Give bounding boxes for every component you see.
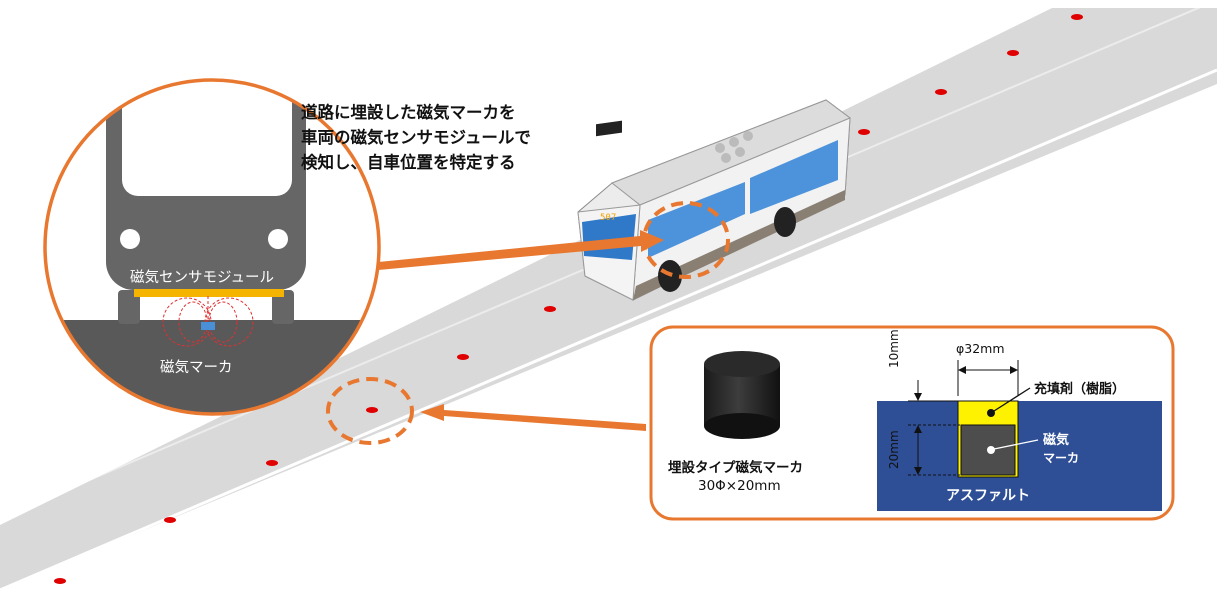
zoom-arrow [378,230,664,270]
bus: 507 [577,99,852,301]
description-text: 道路に埋設した磁気マーカを 車両の磁気センサモジュールで 検知し、自車位置を特定… [301,100,531,175]
bus-wheel [774,207,796,237]
bus-rear-light [120,229,140,249]
marker-cylinder-image [704,351,780,439]
road-marker-dot [935,89,947,95]
asphalt-block [877,401,1162,511]
asphalt-label: アスファルト [946,488,1030,504]
road-marker-dot [457,354,469,360]
magnetic-marker-block [201,322,215,330]
description-line: 車両の磁気センサモジュールで [301,128,531,147]
road-marker-dot [1071,14,1083,20]
description-line: 検知し、自車位置を特定する [301,153,516,172]
sensor-module-bar [134,289,284,297]
marker-cross-section [877,360,1162,511]
road-marker-dot [858,129,870,135]
zoom-circle [43,78,381,416]
road-marker-dot [54,578,66,584]
road-marker-dot [164,517,176,523]
bus-rear-window [122,80,292,196]
road-marker-highlight [326,377,414,445]
bus-rear-wheel [272,290,294,324]
filler-label: 充填剤（樹脂） [1034,382,1126,397]
magnetic-marker-label: 磁気マーカ [160,360,233,376]
depth-top-label: 10mm [887,329,901,368]
magnet-label-sub: マーカ [1043,451,1080,465]
road [0,8,1217,590]
road-marker-dot [366,407,378,413]
bus-rear-light [268,229,288,249]
road-markers [54,14,1083,584]
bus-rear-wheel [118,290,140,324]
diameter-label: φ32mm [956,341,1005,356]
depth-marker-label: 20mm [887,430,901,469]
marker-caption-name: 埋設タイプ磁気マーカ [668,460,803,476]
marker-arrow [420,404,646,431]
road-edge-line [0,68,1217,590]
sensor-module-label: 磁気センサモジュール [130,270,274,286]
magnet-label: 磁気 [1043,433,1070,448]
road-marker-dot [1007,50,1019,56]
marker-caption-size: 30Φ×20mm [698,478,781,494]
road-marker-dot [266,460,278,466]
description-line: 道路に埋設した磁気マーカを [301,103,516,122]
bus-route-display: 507 [600,213,616,223]
road-marker-dot [544,306,556,312]
